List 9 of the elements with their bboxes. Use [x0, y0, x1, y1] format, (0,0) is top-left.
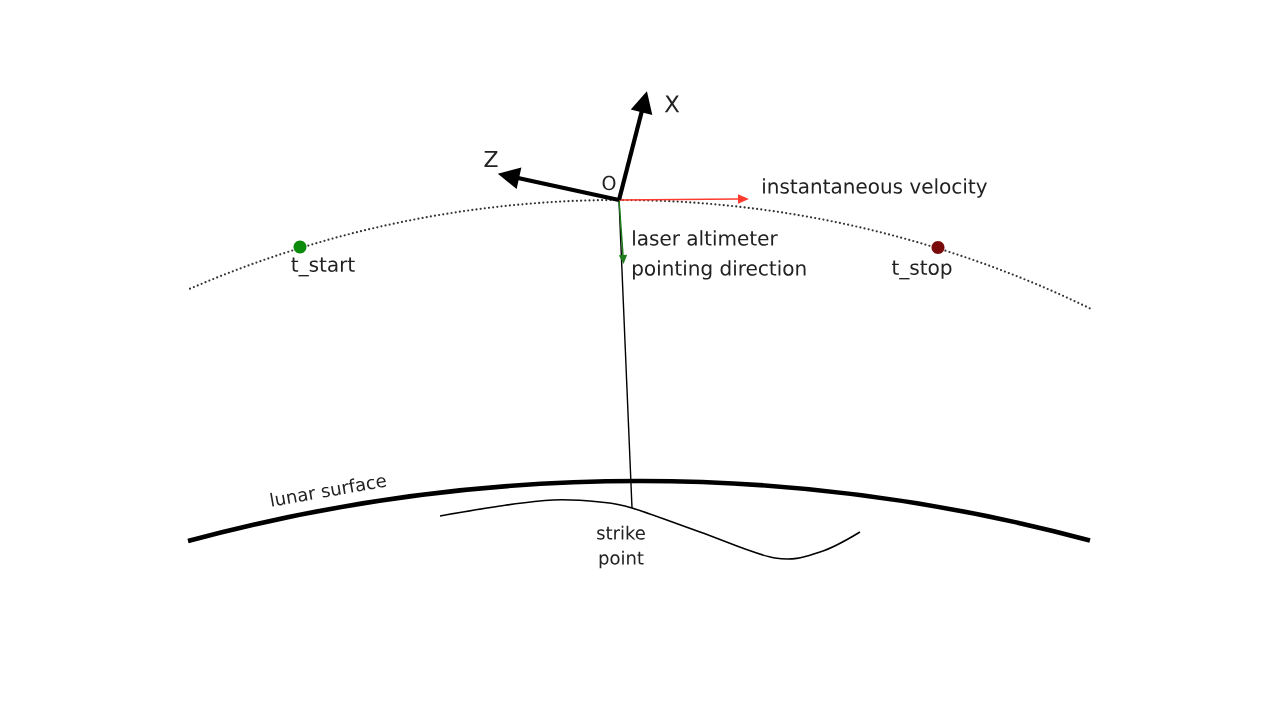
axis-label: Z [484, 150, 498, 167]
surface-label: lunar surface [270, 477, 387, 507]
point-label: t_start [291, 257, 355, 277]
axis-label: X [664, 95, 680, 113]
origin-label: O [602, 175, 616, 191]
point-label: t_stop [892, 260, 952, 280]
direction-label: laser altimeter pointing direction [633, 230, 806, 280]
point-label: strike point [597, 525, 645, 569]
vector-label: instantaneous velocity [763, 178, 987, 198]
